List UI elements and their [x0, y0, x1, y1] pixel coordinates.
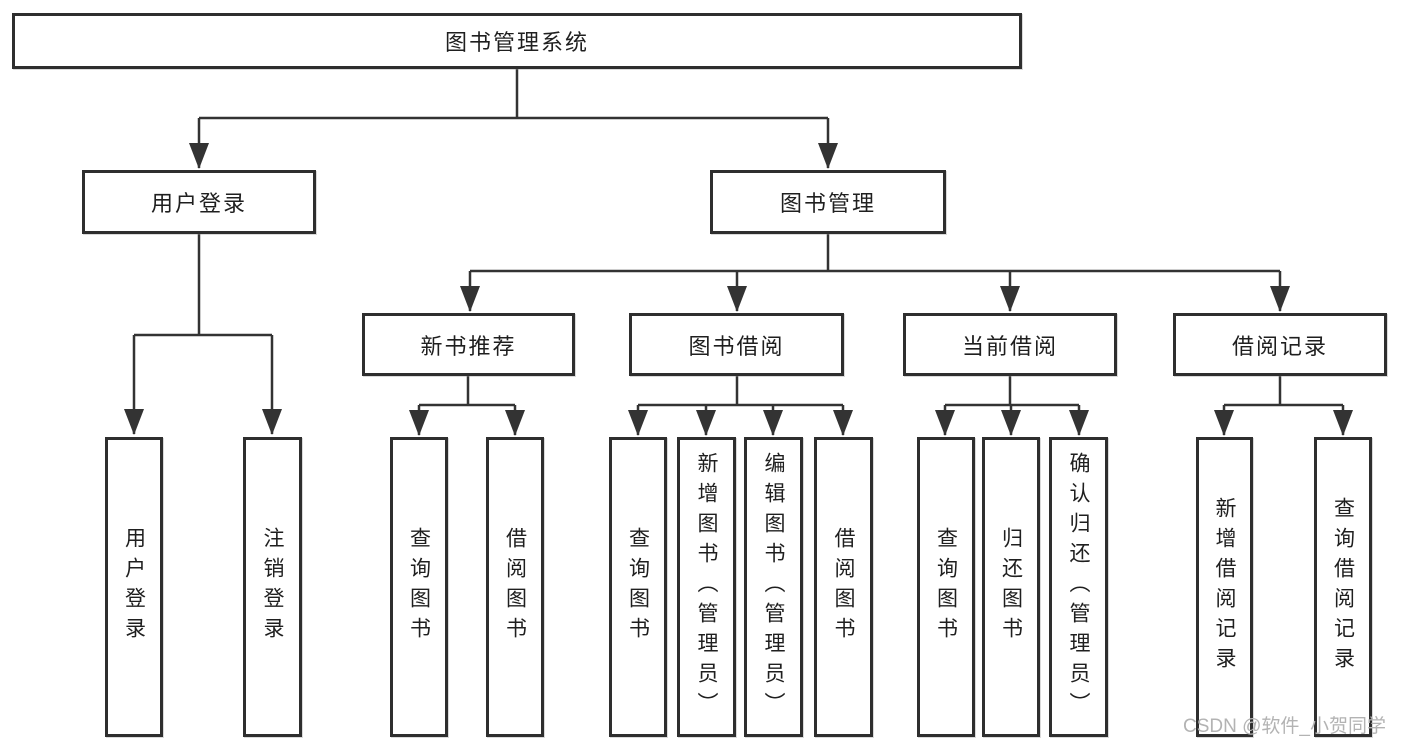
node-label: 新增借阅记录: [1213, 497, 1236, 677]
node-label: 图书管理系统: [444, 30, 589, 55]
node-label: 确认归还（管理员）: [1067, 452, 1090, 722]
node-label: 查询图书: [407, 527, 431, 647]
node-library-management-system: 图书管理系统: [12, 13, 1022, 69]
node-label: 用户登录: [150, 191, 247, 216]
node-label: 注销登录: [261, 527, 284, 647]
node-user-login: 用户登录: [82, 170, 316, 234]
node-book-management: 图书管理: [710, 170, 946, 234]
node-label: 当前借阅: [961, 333, 1058, 359]
watermark: CSDN @软件_小贺同学: [1183, 716, 1386, 737]
leaf-query-borrow-record: 查询借阅记录: [1314, 437, 1372, 737]
node-label: 借阅图书: [832, 527, 855, 647]
node-borrowing-records: 借阅记录: [1173, 313, 1387, 376]
leaf-query-books-current: 查询图书: [917, 437, 975, 737]
node-label: 查询图书: [934, 527, 958, 647]
node-label: 借阅记录: [1231, 333, 1328, 359]
node-label: 借阅图书: [503, 527, 527, 647]
node-current-borrowing: 当前借阅: [903, 313, 1117, 376]
leaf-query-books-borrowing: 查询图书: [609, 437, 667, 737]
leaf-add-borrow-record: 新增借阅记录: [1196, 437, 1253, 737]
leaf-query-books-recommend: 查询图书: [390, 437, 448, 737]
node-label: 归还图书: [999, 527, 1023, 647]
node-label: 新增图书（管理员）: [695, 452, 718, 722]
leaf-edit-books-admin: 编辑图书（管理员）: [744, 437, 803, 737]
node-book-borrowing: 图书借阅: [629, 313, 844, 376]
node-label: 新书推荐: [420, 333, 517, 359]
leaf-confirm-return-admin: 确认归还（管理员）: [1049, 437, 1108, 737]
node-label: 查询图书: [626, 527, 650, 647]
node-label: 图书借阅: [688, 333, 785, 359]
leaf-return-books: 归还图书: [982, 437, 1040, 737]
leaf-borrow-books: 借阅图书: [814, 437, 873, 737]
node-label: 编辑图书（管理员）: [762, 452, 785, 722]
node-label: 查询借阅记录: [1331, 497, 1355, 677]
leaf-borrow-books-recommend: 借阅图书: [486, 437, 544, 737]
node-new-book-recommendation: 新书推荐: [362, 313, 575, 376]
leaf-user-login: 用户登录: [105, 437, 163, 737]
node-label: 图书管理: [779, 191, 876, 216]
leaf-add-books-admin: 新增图书（管理员）: [677, 437, 736, 737]
leaf-logout: 注销登录: [243, 437, 302, 737]
node-label: 用户登录: [122, 527, 146, 647]
